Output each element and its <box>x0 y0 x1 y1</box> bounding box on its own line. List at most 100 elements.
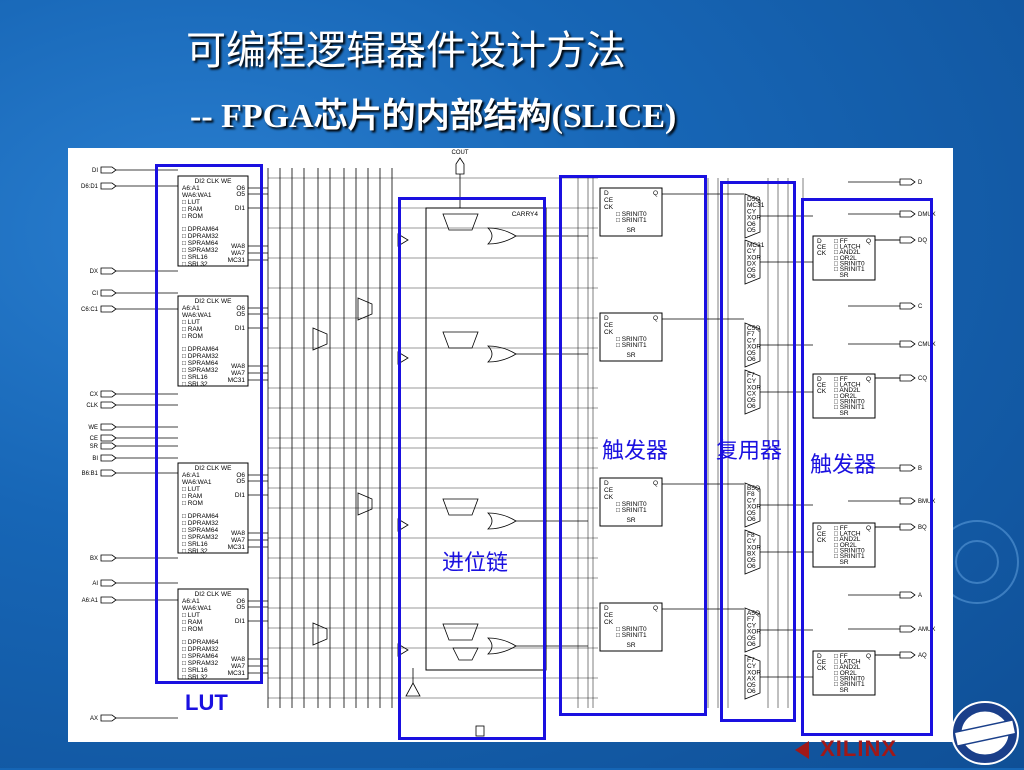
ff-init-label: □ SRINIT0 <box>616 626 647 633</box>
mux-input-label: CY <box>747 663 757 670</box>
right-pin-arrow <box>899 302 916 310</box>
output-mux <box>744 239 761 285</box>
left-pin-label: BI <box>92 456 98 462</box>
lut-mode-label: □ LUT <box>182 486 200 493</box>
left-pin-label: SR <box>90 444 99 450</box>
ff-pin-label: Q <box>653 480 658 487</box>
ff2-mode-label: □ AND2L <box>834 536 861 543</box>
left-pin-label: WE <box>88 425 98 431</box>
output-mux <box>744 482 761 528</box>
right-pin-arrow <box>899 340 916 348</box>
ff2-block <box>812 650 876 696</box>
lut-mode-label: □ RAM <box>182 206 202 213</box>
lut-mode-label: □ SRL16 <box>182 254 208 261</box>
ff-pin-label: CK <box>604 619 614 626</box>
output-mux <box>744 322 761 368</box>
left-pin-label: CLK <box>86 403 98 409</box>
left-pin-label: A6:A1 <box>82 598 99 604</box>
ff-pin-label: CK <box>604 494 614 501</box>
mux-input-label: O6 <box>747 516 756 523</box>
right-pin-label: AQ <box>918 653 927 659</box>
lut-output-label: O5 <box>236 311 245 318</box>
left-pin-arrow <box>100 305 117 313</box>
mux-input-label: XOR <box>747 504 761 511</box>
lut-mode-label: □ DPRAM64 <box>182 346 219 353</box>
right-pin-label: AMUX <box>918 627 935 633</box>
ff-init-label: □ SRINIT1 <box>616 507 647 514</box>
left-pin-label: CI <box>92 291 98 297</box>
mux-input-label: CY <box>747 497 757 504</box>
mux-input-label: DX <box>747 261 757 268</box>
right-pin-arrow <box>899 178 916 186</box>
lut-block <box>177 588 249 680</box>
mux-input-label: MC31 <box>747 202 765 209</box>
ff-block <box>599 477 663 527</box>
mux-input-label: A5Q <box>747 610 760 617</box>
right-pin-arrow <box>899 210 916 218</box>
xilinx-logo-mark <box>795 741 809 760</box>
mux-input-label: O5 <box>747 557 756 564</box>
lut-output-label: MC31 <box>228 377 246 384</box>
lut-mode-label: □ SRL32 <box>182 548 208 555</box>
ff-init-label: □ SRINIT1 <box>616 342 647 349</box>
lut-mode-label: A6:A1 <box>182 598 200 605</box>
output-mux <box>744 529 761 575</box>
left-pin-arrow <box>100 469 117 477</box>
lut-mode-label: □ RAM <box>182 619 202 626</box>
mux-input-label: BX <box>747 551 756 558</box>
right-pin-label: CMUX <box>918 342 936 348</box>
small-mux <box>357 492 373 516</box>
lut-mode-label: □ SPRAM64 <box>182 653 218 660</box>
mux-input-label: O6 <box>747 221 756 228</box>
flipflop-highlight-box-1 <box>559 175 707 716</box>
ff-pin-label: Q <box>653 315 658 322</box>
ff2-mode-label: □ OR2L <box>834 542 857 549</box>
slide-title: 可编程逻辑器件设计方法 <box>186 28 626 74</box>
mux-input-label: O5 <box>747 227 756 234</box>
left-pin-arrow <box>100 554 117 562</box>
right-pin-label: B <box>918 466 922 472</box>
ff-block <box>599 312 663 362</box>
mux-input-label: O6 <box>747 563 756 570</box>
mux-input-label: CY <box>747 208 757 215</box>
ff-pin-label: Q <box>653 605 658 612</box>
lut-output-label: O5 <box>236 604 245 611</box>
ff-init-label: □ SRINIT0 <box>616 211 647 218</box>
lut-mode-label: WA6:WA1 <box>182 605 212 612</box>
right-pin-label: D <box>918 180 923 186</box>
mux-input-label: XOR <box>747 254 761 261</box>
lut-mode-label: □ DPRAM32 <box>182 646 219 653</box>
right-pin-label: BMUX <box>918 499 935 505</box>
mux-input-label: CY <box>747 248 757 255</box>
lut-mode-label: □ LUT <box>182 199 200 206</box>
ff-init-label: □ SRINIT1 <box>616 217 647 224</box>
lut-mode-label: □ SPRAM64 <box>182 240 218 247</box>
lut-output-label: MC31 <box>228 544 246 551</box>
lut-mode-label: □ SRL32 <box>182 674 208 681</box>
lut-output-label: WA8 <box>231 530 245 537</box>
lut-header: DI2 CLK WE <box>195 465 233 472</box>
ff2-pin-label: CK <box>817 388 827 395</box>
lut-mode-label: A6:A1 <box>182 472 200 479</box>
lut-mode-label: □ DPRAM64 <box>182 639 219 646</box>
carry-chain-highlight-box <box>398 197 546 740</box>
right-pin-arrow <box>899 236 916 244</box>
left-pin-arrow <box>100 454 117 462</box>
ff-pin-label: CK <box>604 329 614 336</box>
ff2-pin-label: CE <box>817 531 827 538</box>
lut-output-label: O6 <box>236 598 245 605</box>
mux-input-label: XOR <box>747 344 761 351</box>
ff2-sr-label: SR <box>839 272 848 279</box>
lut-mode-label: WA6:WA1 <box>182 192 212 199</box>
ff2-mode-label: □ FF <box>834 238 848 245</box>
ff2-mode-label: □ SRINIT0 <box>834 675 865 682</box>
ff-pin-label: CE <box>604 322 614 329</box>
xor-gate <box>487 512 517 530</box>
lut-mode-label: □ DPRAM64 <box>182 513 219 520</box>
lut-mode-label: □ DPRAM32 <box>182 233 219 240</box>
right-pin-label: DQ <box>918 238 927 244</box>
left-pin-label: AX <box>90 716 98 722</box>
mux-input-label: XOR <box>747 544 761 551</box>
cout-label: COUT <box>452 150 469 156</box>
